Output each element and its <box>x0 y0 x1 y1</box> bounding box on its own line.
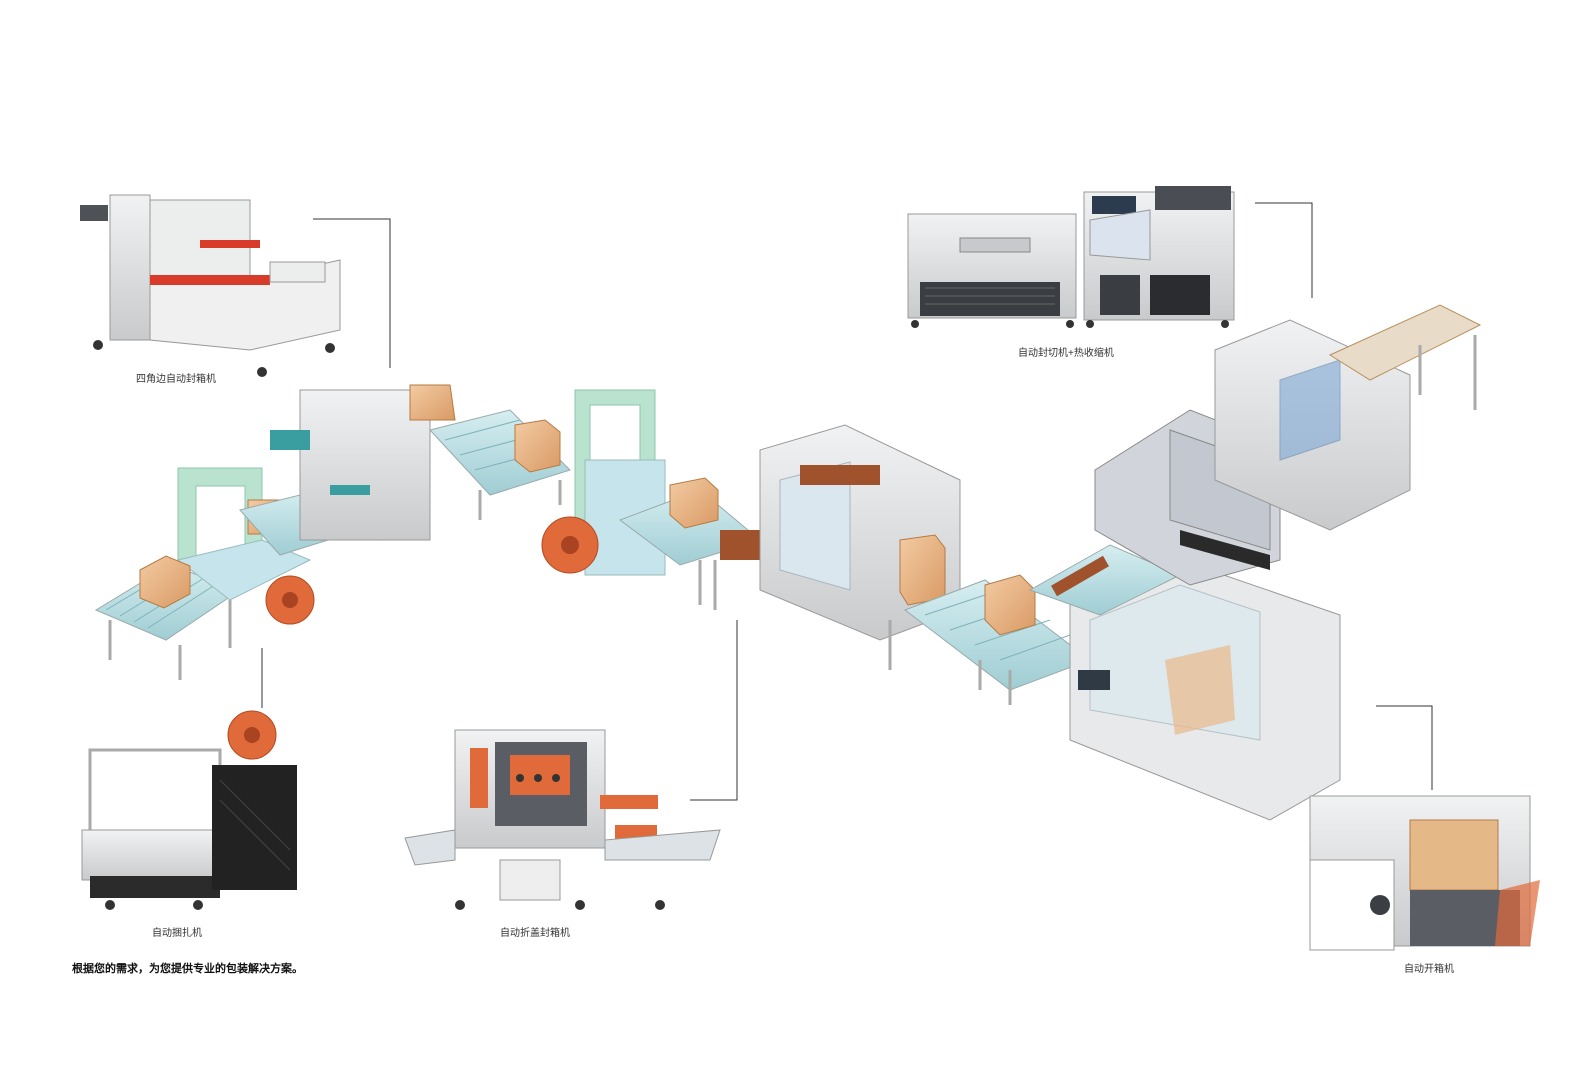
carton-6 <box>984 574 1036 636</box>
case-erector-illustration <box>1309 795 1540 951</box>
callout-line-shrink <box>1255 202 1313 298</box>
callout-line-erector <box>1376 705 1433 790</box>
shrink-sealer-illustration <box>907 186 1235 328</box>
callout-line-folder <box>690 620 738 801</box>
carton-1 <box>139 555 191 609</box>
label-strapper: 自动捆扎机 <box>152 926 202 939</box>
strapping-machine-illustration <box>81 710 297 910</box>
flap-folder-illustration <box>404 729 721 910</box>
carton-3 <box>514 419 561 473</box>
callout-line-corner <box>313 218 391 368</box>
carton-4 <box>669 477 719 529</box>
conveyor-7 <box>1328 304 1482 381</box>
production-line <box>94 304 1482 821</box>
strap-base-left <box>176 539 312 601</box>
label-flap-folder: 自动折盖封箱机 <box>500 926 570 939</box>
carton-5 <box>899 534 946 606</box>
label-case-erector: 自动开箱机 <box>1404 962 1454 975</box>
label-shrink-sealer: 自动封切机+热收缩机 <box>1018 346 1114 359</box>
tagline: 根据您的需求，为您提供专业的包装解决方案。 <box>72 961 303 975</box>
corner-sealer-illustration <box>80 194 341 377</box>
corner-sealer-inline <box>299 389 431 541</box>
label-corner-sealer: 四角边自动封箱机 <box>136 372 216 385</box>
callout-lines <box>261 202 1433 801</box>
conveyor-3 <box>429 409 571 496</box>
